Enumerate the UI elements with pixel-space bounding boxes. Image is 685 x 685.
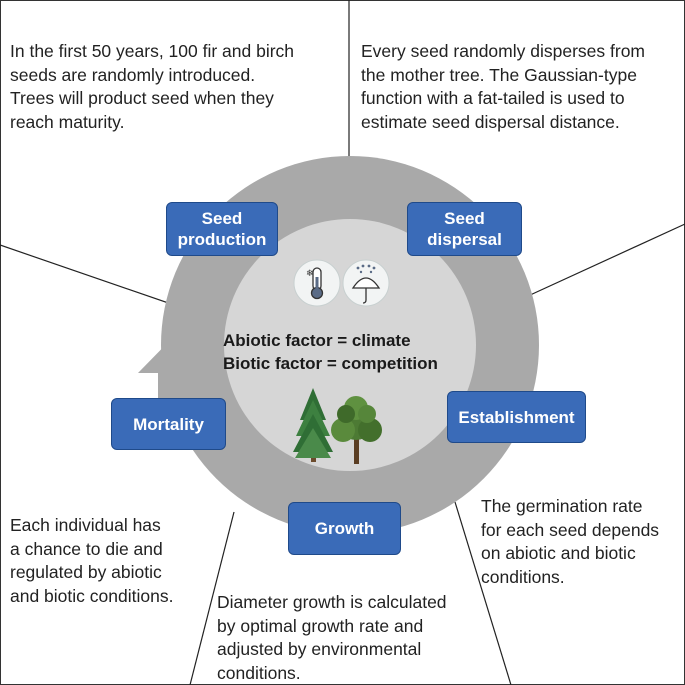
stage-seed-dispersal: Seed dispersal xyxy=(407,202,522,256)
note-seed-dispersal: Every seed randomly disperses from the m… xyxy=(361,41,645,132)
stage-establishment: Establishment xyxy=(447,391,586,443)
inner-disk xyxy=(224,219,476,471)
note-mortality: Each individual has a chance to die and … xyxy=(10,515,174,606)
note-establishment: The germination rate for each seed depen… xyxy=(481,496,660,587)
biotic-factor-label: Biotic factor = competition xyxy=(223,354,438,373)
divider-right xyxy=(527,223,685,297)
birch-tree-icon xyxy=(331,396,382,464)
note-seed-production: In the first 50 years, 100 fir and birch… xyxy=(10,41,295,132)
stage-growth: Growth xyxy=(288,502,401,555)
abiotic-factor-label: Abiotic factor = climate xyxy=(223,331,411,350)
divider-bottom-right xyxy=(454,501,512,685)
divider-bottom-left xyxy=(189,511,235,685)
umbrella-rain-icon xyxy=(342,259,390,307)
fir-tree-icon xyxy=(293,388,333,462)
svg-text:❄: ❄ xyxy=(306,269,314,279)
stage-seed-production: Seed production xyxy=(166,202,278,256)
thermometer-icon: ❄ xyxy=(293,259,341,307)
note-growth: Diameter growth is calculated by optimal… xyxy=(217,592,447,683)
stage-mortality: Mortality xyxy=(111,398,226,450)
